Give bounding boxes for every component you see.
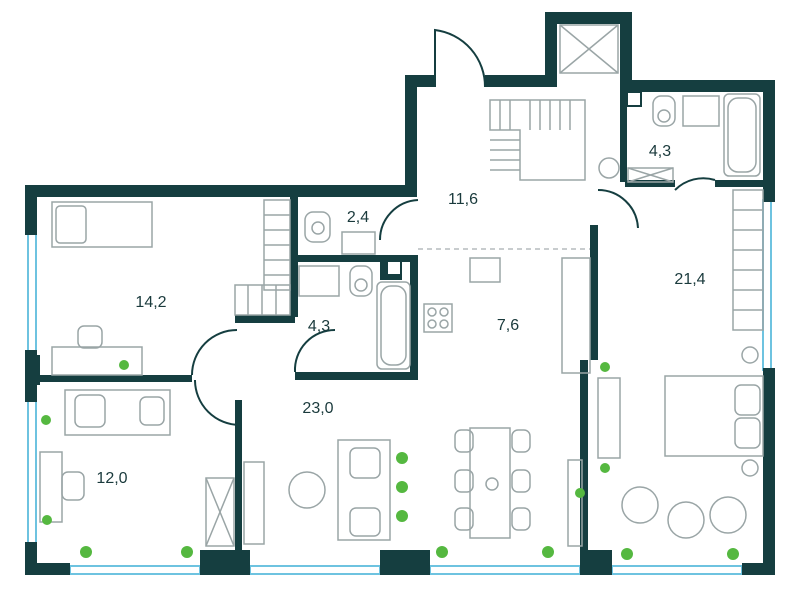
room-area-bedroom-left: 14,2 xyxy=(135,294,167,311)
room-area-kitchen: 7,6 xyxy=(496,317,520,334)
bathroom-fixtures xyxy=(298,93,761,477)
walls xyxy=(25,12,775,575)
room-area-living-room: 23,0 xyxy=(302,400,334,417)
storage-cabinets xyxy=(205,24,764,547)
furniture xyxy=(39,201,764,547)
room-area-bathroom-mid: 4,3 xyxy=(307,318,331,335)
doors xyxy=(191,28,716,426)
interior-walls xyxy=(37,91,765,550)
room-area-hall: 11,6 xyxy=(448,191,478,208)
room-area-bedroom-bottom: 12,0 xyxy=(96,470,128,487)
room-area-bedroom-master: 21,4 xyxy=(674,271,706,288)
plants xyxy=(41,360,739,560)
room-area-wc-small: 2,4 xyxy=(346,209,370,226)
room-area-bathroom-top: 4,3 xyxy=(648,143,672,160)
